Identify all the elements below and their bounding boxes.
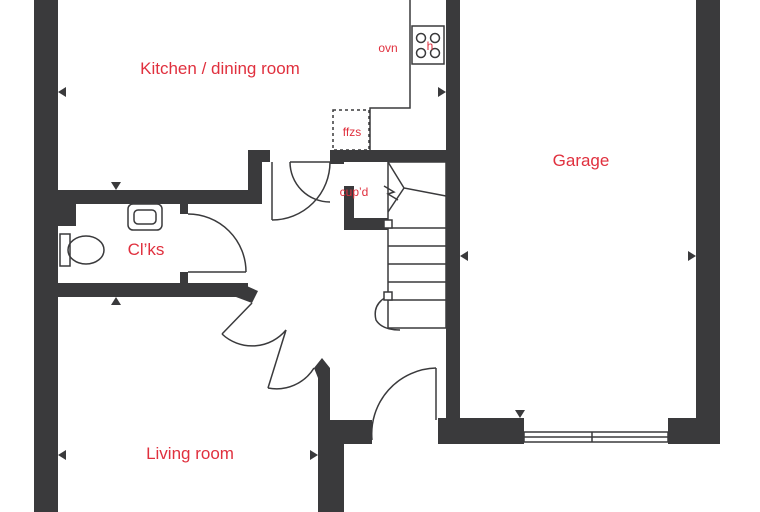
wall-cloaks-west: [58, 204, 76, 226]
wall-cloaks-south-end: [236, 283, 258, 303]
wall-cloaks-jamb-bottom: [180, 272, 188, 283]
wall-garage-east: [696, 0, 720, 444]
arrow-kitchen-left: [58, 87, 66, 97]
cloaks-wc-bowl: [67, 235, 105, 265]
stair-post: [383, 219, 393, 229]
arrow-garage-bottom: [515, 410, 525, 418]
wall-garage-front-left: [438, 418, 524, 444]
stair-newel: [383, 291, 393, 301]
stair-outline: [387, 161, 447, 329]
arrow-living-left: [58, 450, 66, 460]
room-label-cloaks: Cl’ks: [128, 240, 165, 259]
walls: [34, 0, 720, 512]
labels: Kitchen / dining room Garage Cl’ks Livin…: [128, 39, 610, 463]
living-door-leaf-2: [267, 329, 287, 389]
kitchen-door-swing: [271, 161, 331, 221]
wall-kitchen-door-jamb: [330, 150, 344, 164]
cloaks-basin-bowl: [133, 209, 157, 225]
kitchen-door-swing-2: [289, 161, 331, 203]
stair-winder: [387, 161, 447, 197]
arrow-kitchen-right: [438, 87, 446, 97]
room-label-kitchen: Kitchen / dining room: [140, 59, 300, 78]
wall-kitchen-south: [58, 190, 248, 204]
arrow-garage-right: [688, 251, 696, 261]
hob-ring-3: [415, 47, 427, 59]
hob-ring-1: [415, 32, 427, 44]
fixture-label-cupboard: cup’d: [340, 185, 369, 199]
fixture-label-hob: h: [427, 39, 434, 53]
hob-unit: [411, 25, 445, 65]
hob-ring-4: [429, 47, 441, 59]
kitchen-worktop: [369, 0, 411, 150]
arrow-living-top: [111, 297, 121, 305]
wall-kitchen-south-stub: [248, 150, 262, 204]
arrow-cupboard: [383, 185, 399, 201]
cloaks-basin: [127, 203, 163, 231]
arrow-garage-left: [460, 251, 468, 261]
cloaks-door-swing: [187, 213, 247, 273]
hob-ring-2: [429, 32, 441, 44]
fixture-label-fridge-freezer: ffzs: [343, 125, 361, 139]
wall-hall-stub: [262, 150, 270, 162]
wall-cupboard-south: [344, 218, 388, 230]
thin-lines: [59, 0, 669, 443]
fixture-label-oven: ovn: [378, 41, 397, 55]
room-label-garage: Garage: [553, 151, 610, 170]
room-label-living: Living room: [146, 444, 234, 463]
wall-cupboard-west: [344, 186, 354, 230]
stair-winder-2: [387, 187, 405, 213]
wall-left-outer: [34, 0, 58, 512]
fridge-freezer-space: [332, 109, 370, 151]
arrow-living-right: [310, 450, 318, 460]
wall-kitchen-door-lintel: [344, 150, 448, 162]
cloaks-wc-cistern: [59, 233, 71, 267]
living-door-swing-1: [221, 329, 287, 347]
wall-cloaks-jamb-top: [180, 204, 188, 214]
stair-newel-curve: [374, 295, 401, 331]
arrow-kitchen-bottom: [111, 182, 121, 190]
front-door-swing: [370, 367, 437, 441]
wall-cloaks-south: [58, 283, 248, 297]
dimension-arrows: [58, 87, 696, 460]
living-door-leaf-1: [221, 302, 253, 335]
wall-garage-front-right: [668, 418, 720, 444]
living-door-swing-2: [267, 367, 315, 390]
wall-living-east: [318, 420, 344, 512]
wall-garage-west: [446, 0, 460, 420]
